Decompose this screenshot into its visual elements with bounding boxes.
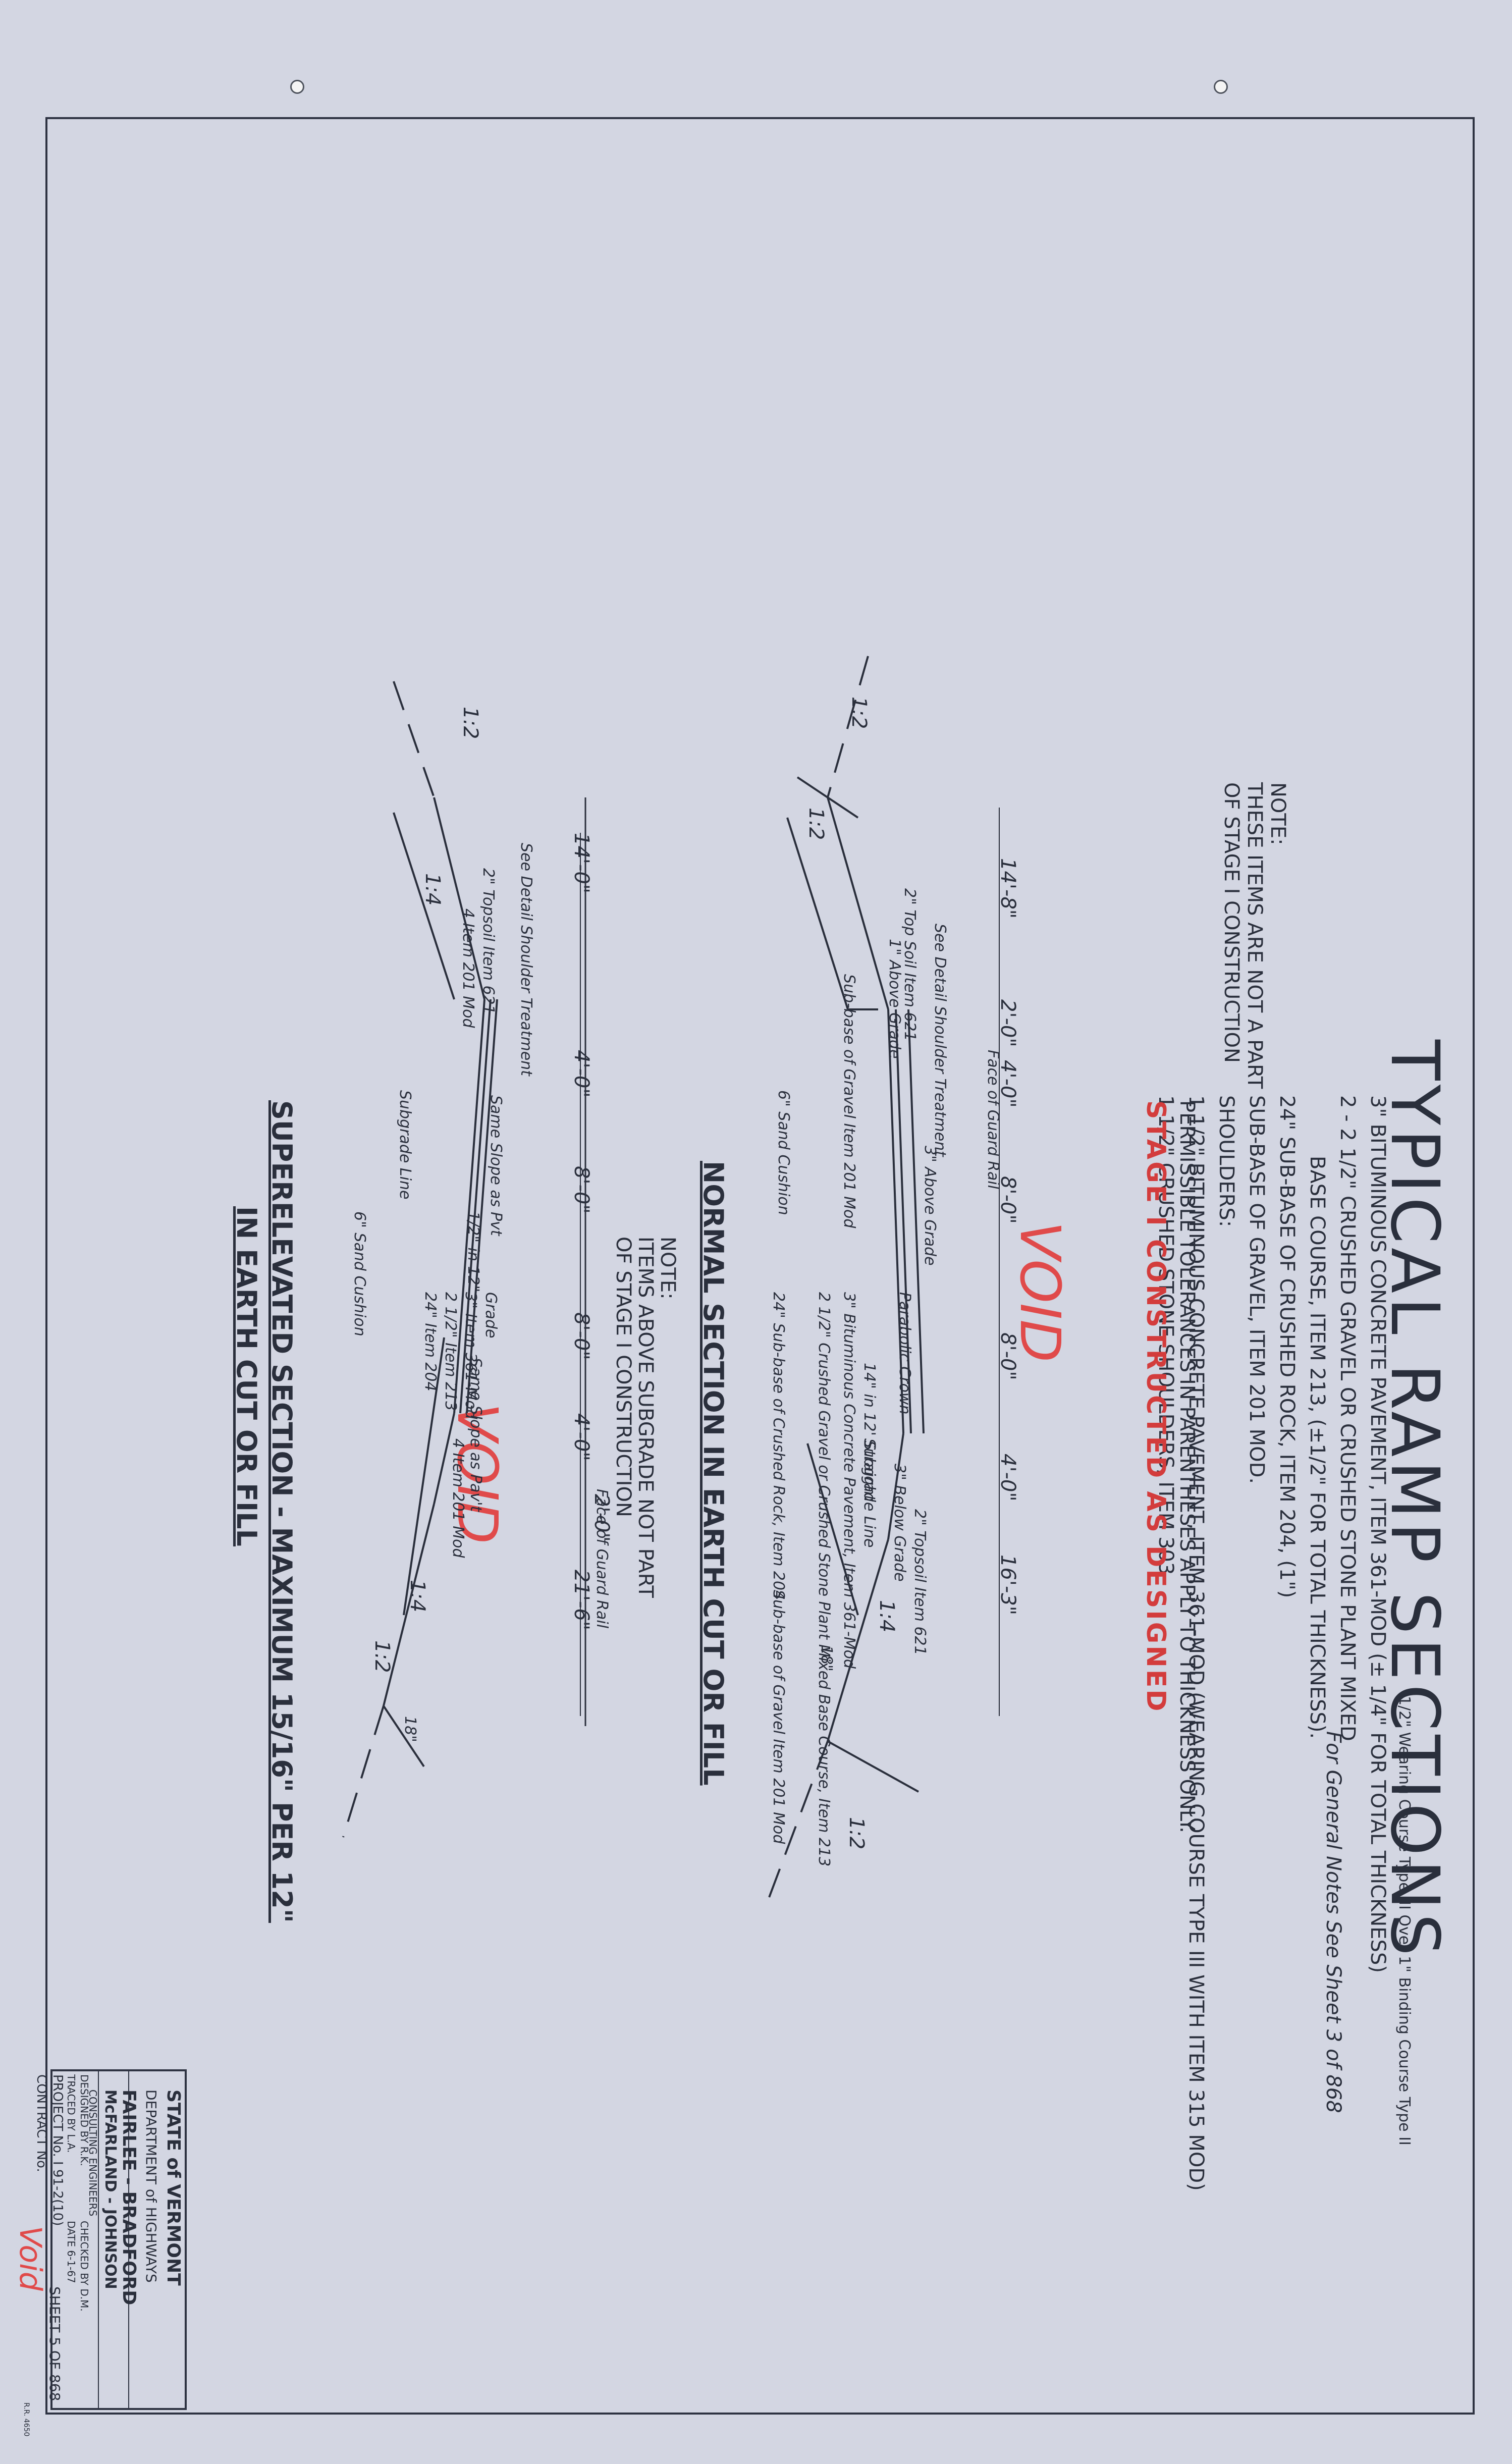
normal-dim-0: 14'-8" bbox=[996, 858, 1019, 919]
punch-hole-left bbox=[290, 80, 304, 94]
normal-slope-2: 1:4 bbox=[875, 1600, 898, 1633]
normal-section-note: NOTE: ITEMS ABOVE SUBGRADE NOT PART OF S… bbox=[612, 1237, 679, 1598]
normal-label-3: 1" Above Grade bbox=[886, 939, 903, 1059]
title-block bbox=[50, 2069, 187, 2410]
normal-note-line-2: OF STAGE I CONSTRUCTION bbox=[612, 1237, 635, 1517]
normal-dim-5: 4'-0" bbox=[996, 1454, 1019, 1502]
tb-contract-no: CONTRACT No. bbox=[34, 2074, 49, 2172]
super-slope-2: 1:2 bbox=[370, 1640, 394, 1673]
normal-slope-3: 1:2 bbox=[845, 1817, 868, 1850]
title-block-divider-2 bbox=[98, 2071, 99, 2408]
normal-label-16: 18" bbox=[818, 1645, 835, 1672]
super-section-caption-2: IN EARTH CUT OR FILL bbox=[231, 1206, 262, 1546]
super-label-12: 4 Item 201 Mod bbox=[449, 1438, 467, 1558]
title-block-text-credits-2: CHECKED BY D.M. DATE 6-1-67 bbox=[65, 2221, 91, 2312]
super-label-0: See Detail Shoulder Treatment bbox=[517, 843, 535, 1076]
tb-state: STATE of VERMONT bbox=[163, 2090, 184, 2286]
super-dim-6: 21'-6" bbox=[570, 1570, 593, 1631]
super-section-caption: SUPERELEVATED SECTION - MAXIMUM 15/16" P… bbox=[266, 1100, 298, 1923]
tb-sheet: SHEET 5 OF 868 bbox=[46, 2286, 63, 2401]
super-label-6: 6" Sand Cushion bbox=[351, 1211, 368, 1336]
super-slope-3: 1:4 bbox=[406, 1580, 429, 1613]
tb-project-name: FAIRLEE - BRADFORD bbox=[119, 2090, 139, 2306]
super-dim-0: 14'-0" bbox=[570, 833, 593, 894]
super-label-4: Same Slope as Pvt bbox=[487, 1095, 505, 1236]
punch-hole-right bbox=[1214, 80, 1228, 94]
title-block-text-project: PROJECT No. I 91-2(10) CONTRACT No. bbox=[33, 2074, 66, 2226]
normal-section-caption: NORMAL SECTION IN EARTH CUT OR FILL bbox=[697, 1161, 729, 1786]
normal-dim-6: 16'-3" bbox=[996, 1555, 1019, 1616]
super-label-1: 2" Topsoil Item 621 bbox=[479, 868, 497, 1014]
super-label-11: Same Slope as Pav't bbox=[467, 1358, 484, 1512]
normal-label-15: 3" Below Grade bbox=[891, 1464, 908, 1582]
normal-label-1: See Detail Shoulder Treatment bbox=[931, 924, 949, 1157]
normal-label-9: 3" Bituminous Concrete Pavement, Item 36… bbox=[840, 1292, 858, 1669]
tb-project-no: PROJECT No. I 91-2(10) bbox=[50, 2074, 65, 2226]
normal-label-2: 2" Top Soil Item 621 bbox=[901, 888, 919, 1041]
normal-label-14: 2" Topsoil Item 621 bbox=[911, 1509, 929, 1655]
title-block-divider-1 bbox=[128, 2071, 129, 2408]
dimension-lines bbox=[580, 808, 1000, 1716]
tb-traced: TRACED BY L.A. bbox=[65, 2074, 77, 2153]
tb-date: DATE 6-1-67 bbox=[65, 2221, 77, 2283]
super-dim-2: 8'-0" bbox=[570, 1166, 593, 1214]
title-block-text-main: STATE of VERMONT DEPARTMENT of HIGHWAYS … bbox=[118, 2090, 184, 2305]
super-section-lines bbox=[342, 681, 586, 1838]
super-label-7: Grade bbox=[482, 1292, 500, 1338]
title-block-text-credits: DESIGNED BY R.K. TRACED BY L.A. bbox=[65, 2074, 91, 2166]
tb-firm: McFARLAND - JOHNSON bbox=[101, 2090, 119, 2289]
normal-label-7: Parabolic Crown bbox=[896, 1292, 913, 1415]
super-label-5: 1/2" in 12" bbox=[464, 1211, 482, 1293]
normal-dim-1: 2'-0" bbox=[996, 999, 1019, 1047]
super-label-10: 24" Item 204 bbox=[421, 1292, 439, 1391]
void-stamp-3: Void bbox=[13, 2226, 48, 2291]
super-label-14: 18" bbox=[401, 1716, 419, 1742]
normal-dim-4: 8'-0" bbox=[996, 1332, 1019, 1380]
super-label-3: Subgrade Line bbox=[396, 1090, 414, 1200]
tb-checked: CHECKED BY D.M. bbox=[78, 2221, 90, 2312]
super-label-13: Face of Guard Rail bbox=[593, 1489, 611, 1629]
normal-label-5: 6" Sand Cushion bbox=[775, 1090, 792, 1215]
normal-note-label: NOTE: bbox=[656, 1237, 679, 1300]
normal-label-4: Sub-base of Gravel Item 201 Mod bbox=[840, 974, 858, 1228]
normal-label-11: 24" Sub-base of Crushed Rock, Item 204 bbox=[770, 1292, 787, 1600]
drawing-border bbox=[45, 117, 1475, 2415]
corner-mark: R.R. 4650 bbox=[22, 2402, 30, 2437]
normal-slope-1: 1:2 bbox=[804, 808, 828, 840]
super-dim-1: 4'-0" bbox=[570, 1050, 593, 1098]
normal-label-13: Sub-base of Gravel Item 201 Mod bbox=[770, 1590, 787, 1844]
normal-label-10: 2 1/2" Crushed Gravel or Crushed Stone P… bbox=[815, 1292, 833, 1867]
super-slope-1: 1:4 bbox=[421, 873, 444, 906]
super-label-9: 2 1/2" Item 213 bbox=[442, 1292, 459, 1411]
normal-slope-0: 1:2 bbox=[847, 697, 871, 729]
super-dim-3: 8'-0" bbox=[570, 1312, 593, 1360]
normal-label-0: Face of Guard Rail bbox=[984, 1050, 1002, 1190]
tb-designed: DESIGNED BY R.K. bbox=[78, 2074, 90, 2166]
tb-dept: DEPARTMENT of HIGHWAYS bbox=[143, 2090, 159, 2283]
super-slope-0: 1:2 bbox=[459, 707, 482, 739]
super-dim-4: 4'-0" bbox=[570, 1413, 593, 1461]
normal-note-line-1: ITEMS ABOVE SUBGRADE NOT PART bbox=[634, 1237, 657, 1598]
normal-label-12: Subgrade Line bbox=[860, 1438, 878, 1548]
super-label-2: 4 Item 201 Mod bbox=[459, 908, 477, 1028]
normal-label-6: 3" Above Grade bbox=[921, 1146, 939, 1266]
